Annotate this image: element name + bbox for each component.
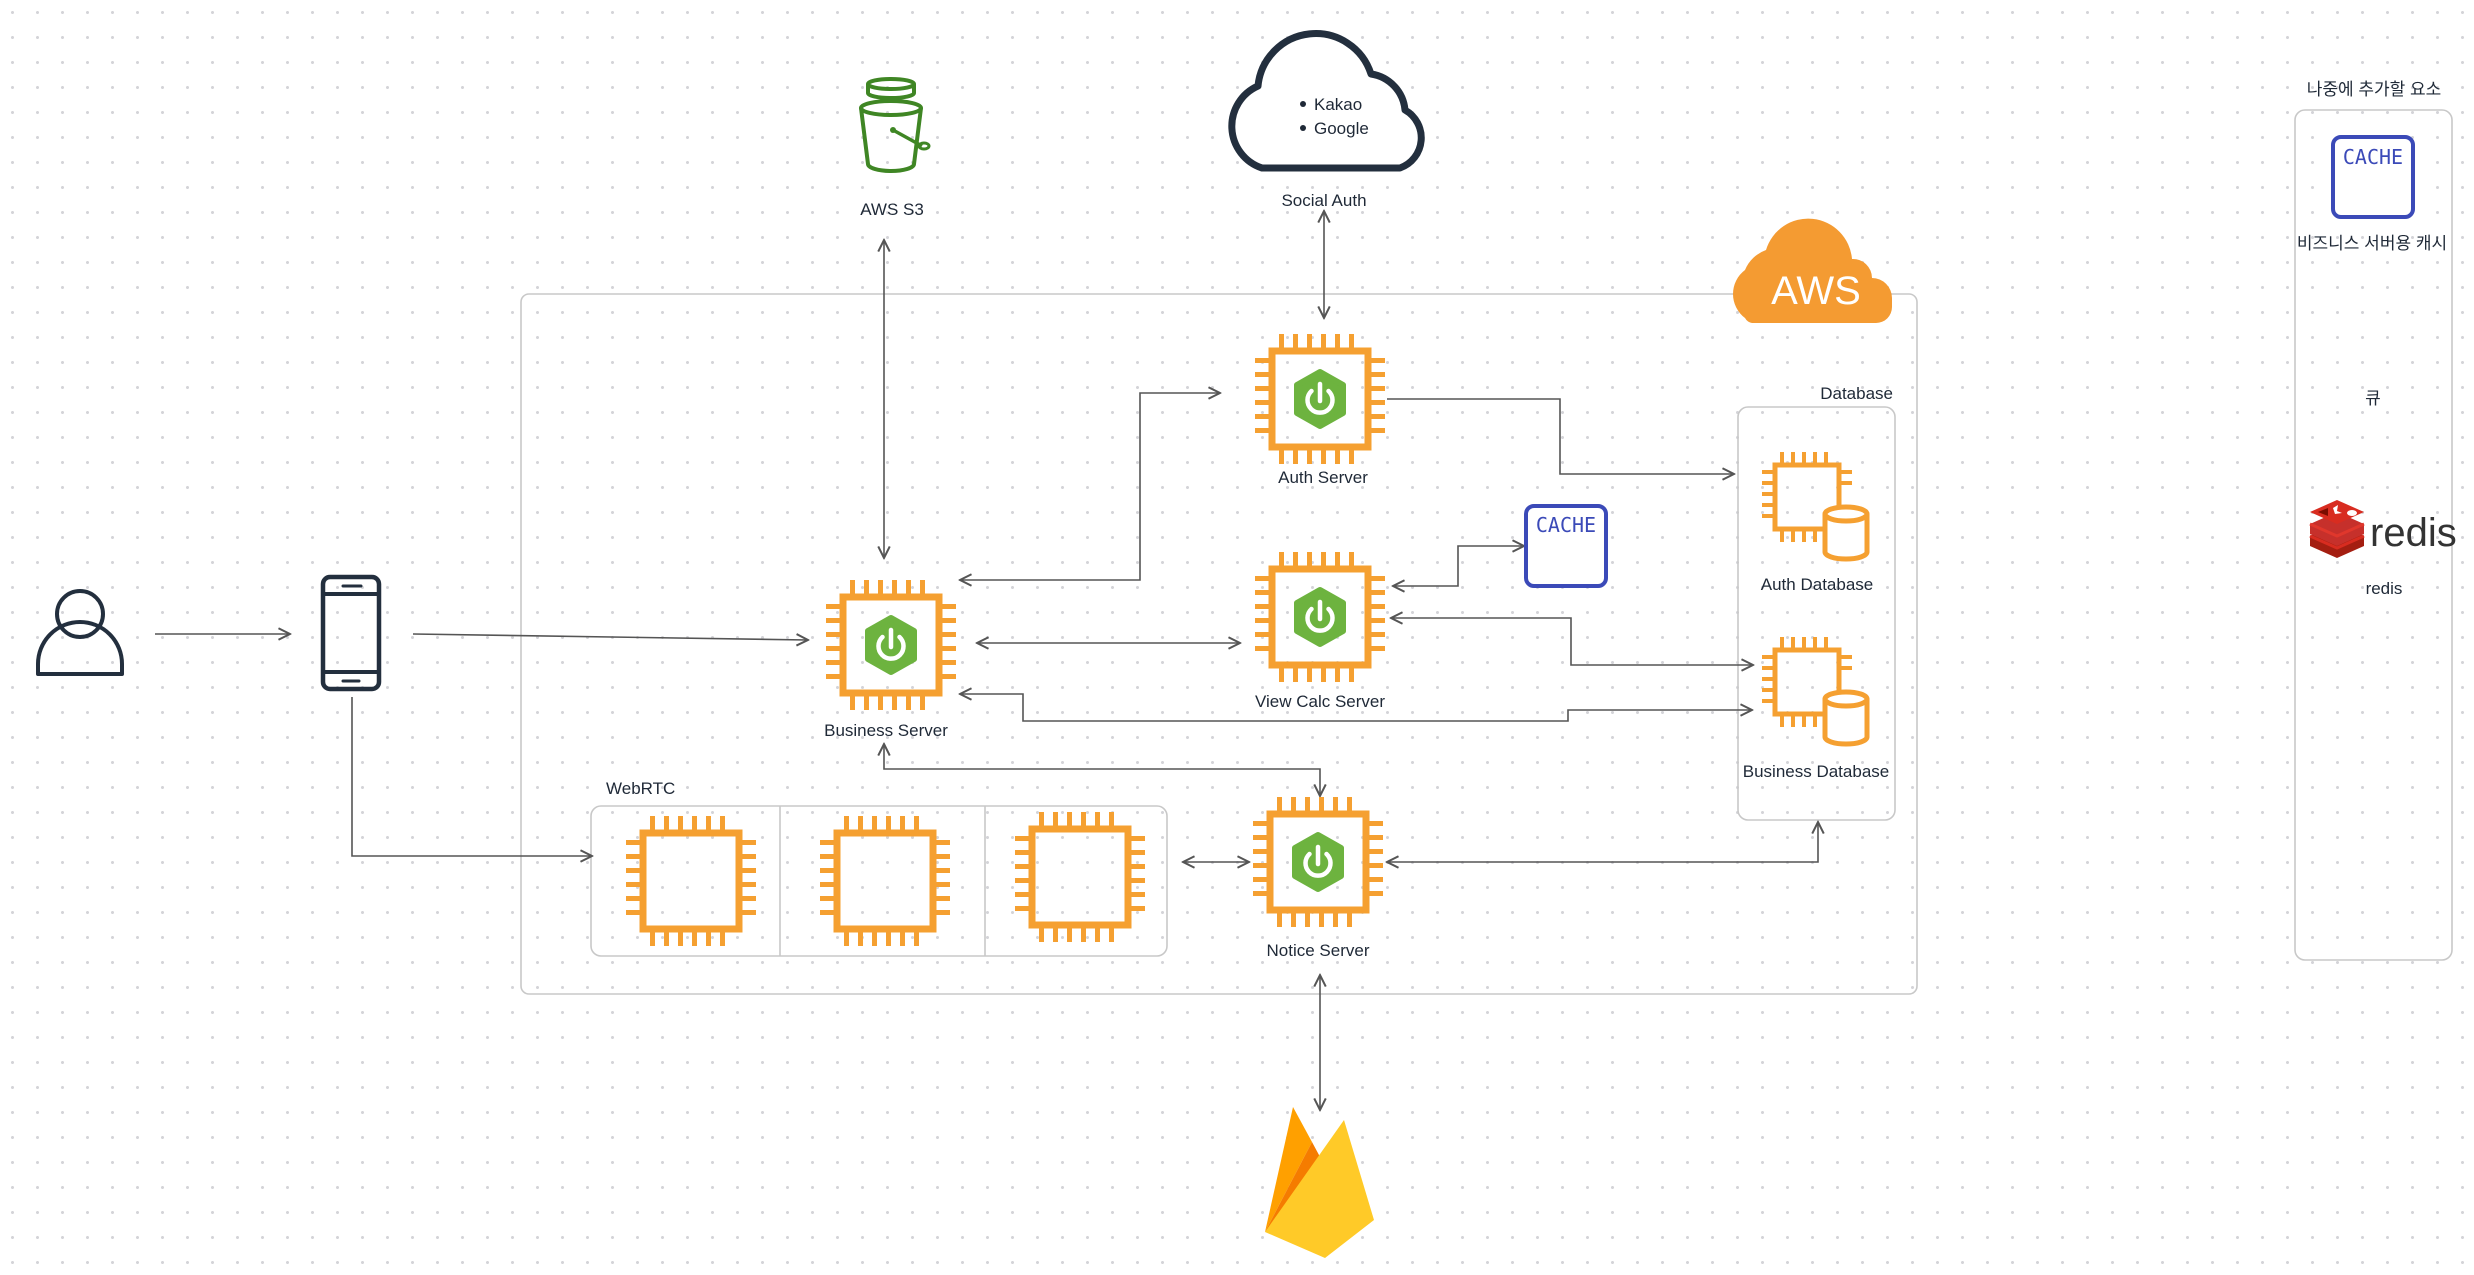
aws-region-frame: [520, 293, 1918, 995]
future-queue-label: 큐: [2365, 389, 2381, 408]
business-server-label: Business Server: [824, 721, 948, 740]
notice-server-icon[interactable]: [1253, 797, 1383, 927]
connector-phone-to-business: [412, 634, 808, 640]
provider-kakao: Kakao: [1314, 95, 1362, 114]
view-calc-server-label: View Calc Server: [1255, 692, 1385, 711]
auth-database-icon[interactable]: [1762, 452, 1867, 560]
connector-business-businessdb: [960, 694, 1752, 722]
provider-google: Google: [1314, 119, 1369, 138]
business-database-icon[interactable]: [1762, 637, 1867, 745]
database-group-frame: [1737, 406, 1896, 821]
webrtc-chip-3-icon[interactable]: [1015, 812, 1145, 942]
aws-cloud-badge: AWS: [1733, 218, 1892, 323]
connector-notice-businessdb: [1387, 822, 1818, 862]
connector-business-notice: [884, 744, 1320, 796]
future-cache-label: CACHE: [2343, 145, 2403, 169]
social-auth-label: Social Auth: [1281, 191, 1366, 210]
cloud-icon: [1228, 30, 1425, 172]
future-panel-title: 나중에 추가할 요소: [2307, 80, 2442, 99]
auth-database-label: Auth Database: [1761, 575, 1873, 594]
future-elements-panel: [2294, 109, 2453, 961]
firebase-icon: [1265, 1107, 1374, 1258]
connector-viewcalc-businessdb: [1391, 618, 1753, 665]
s3-label: AWS S3: [860, 200, 924, 219]
business-server-icon[interactable]: [826, 580, 956, 710]
notice-server-label: Notice Server: [1267, 941, 1370, 960]
user-icon: [36, 589, 124, 676]
smartphone-icon[interactable]: [320, 574, 382, 692]
aws-badge-text: AWS: [1771, 269, 1861, 313]
webrtc-chip-2-icon[interactable]: [820, 816, 950, 946]
s3-bucket-icon: [859, 77, 931, 173]
future-cache-caption: 비즈니스 서버용 캐시: [2297, 234, 2447, 253]
business-database-label: Business Database: [1743, 762, 1889, 781]
webrtc-group-frame: [590, 805, 1168, 957]
connector-auth-authdb: [1387, 398, 1734, 474]
auth-server-icon[interactable]: [1255, 334, 1385, 464]
database-group-title: Database: [1820, 384, 1893, 403]
cache-label: CACHE: [1536, 513, 1596, 537]
connector-business-auth: [960, 393, 1220, 580]
redis-logo-icon: [2309, 500, 2365, 558]
social-auth-provider-list: Kakao Google: [1300, 95, 1369, 138]
view-calc-server-icon[interactable]: [1255, 552, 1385, 682]
webrtc-title: WebRTC: [606, 779, 675, 798]
redis-caption: redis: [2366, 579, 2403, 598]
connector-viewcalc-cache: [1393, 546, 1524, 586]
redis-logo-text: redis: [2370, 511, 2457, 555]
webrtc-chip-1-icon[interactable]: [626, 816, 756, 946]
connectors: [155, 211, 1818, 1110]
connector-phone-to-webrtc: [351, 697, 592, 856]
auth-server-label: Auth Server: [1278, 468, 1368, 487]
